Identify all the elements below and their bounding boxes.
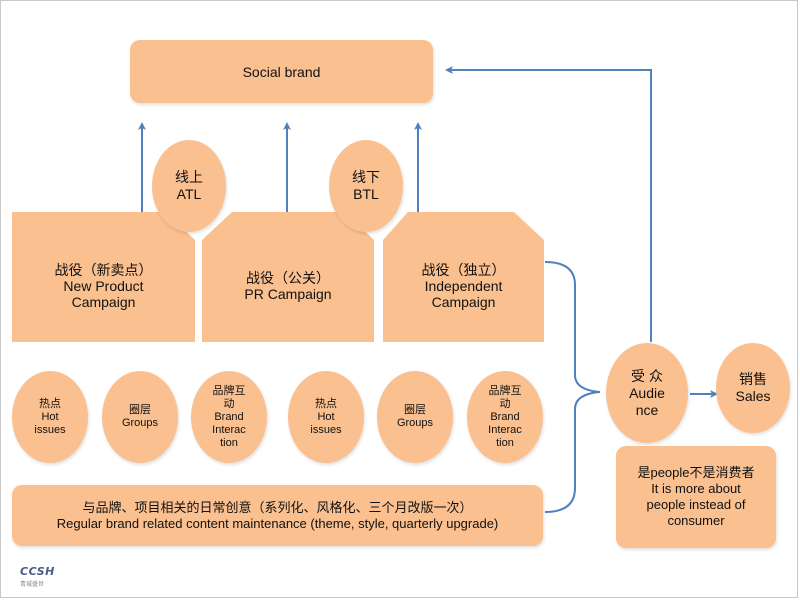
- maintenance-en: Regular brand related content maintenanc…: [56, 515, 499, 531]
- maintenance-zh: 与品牌、项目相关的日常创意（系列化、风格化、三个月改版一次）: [82, 499, 473, 515]
- maintenance-box: 与品牌、项目相关的日常创意（系列化、风格化、三个月改版一次） Regular b…: [12, 485, 543, 546]
- circle-en1: Hot: [41, 410, 59, 423]
- audience-zh: 受 众: [631, 367, 663, 384]
- circle-brand-interaction-2: 品牌互 动 Brand Interac tion: [467, 371, 543, 463]
- circle-hot-issues-2: 热点 Hot issues: [288, 371, 364, 463]
- audience-en1: Audie: [629, 384, 665, 401]
- circle-zh2: 动: [223, 397, 235, 410]
- logo-text: CCSH: [20, 565, 55, 578]
- note-box: 是people不是消费者 It is more about people ins…: [616, 446, 776, 548]
- circle-zh2: 动: [499, 397, 511, 410]
- social-brand-box: Social brand: [130, 40, 433, 103]
- note-line-2: It is more about: [651, 481, 741, 496]
- campaign-pr-shape: [202, 212, 374, 342]
- campaign-independent-shape: [383, 212, 544, 342]
- btl-en: BTL: [353, 186, 379, 202]
- audience-en2: nce: [635, 401, 659, 418]
- campaign-pr-zh: 战役（公关）: [246, 270, 330, 286]
- campaign-pr: 战役（公关） PR Campaign: [202, 270, 374, 302]
- campaign-new-product-shape: [12, 212, 195, 342]
- campaign-new-product-zh: 战役（新卖点）: [54, 262, 153, 278]
- circle-brand-interaction-1: 品牌互 动 Brand Interac tion: [191, 371, 267, 463]
- circle-en2: issues: [310, 423, 342, 436]
- circle-en2: Interac: [212, 423, 246, 436]
- social-brand-label: Social brand: [242, 63, 321, 80]
- brace-right: [544, 261, 601, 513]
- logo-sub: 青城盛世: [20, 582, 45, 588]
- circle-zh: 圈层: [404, 404, 426, 416]
- circle-en3: tion: [496, 436, 514, 449]
- campaign-independent: 战役（独立） Independent Campaign: [383, 262, 544, 310]
- audience-oval: 受 众 Audie nce: [606, 343, 688, 443]
- campaign-new-product-en2: Campaign: [71, 294, 136, 310]
- btl-oval: 线下 BTL: [329, 140, 403, 232]
- atl-oval: 线上 ATL: [152, 140, 226, 232]
- sales-en: Sales: [735, 388, 771, 404]
- circle-en3: tion: [220, 436, 238, 449]
- atl-zh: 线上: [175, 169, 203, 185]
- circle-zh: 热点: [315, 397, 337, 410]
- circle-en1: Groups: [121, 417, 159, 429]
- campaign-new-product: 战役（新卖点） New Product Campaign: [12, 262, 195, 310]
- circle-groups-1: 圈层 Groups: [102, 371, 178, 463]
- sales-oval: 销售 Sales: [716, 343, 790, 433]
- circle-zh1: 品牌互: [488, 384, 522, 397]
- campaign-independent-zh: 战役（独立）: [421, 262, 506, 278]
- arrow-audience-to-social: [445, 66, 652, 342]
- circle-zh: 热点: [39, 397, 61, 410]
- note-line-3: people instead of: [646, 497, 746, 512]
- circle-en2: issues: [34, 423, 66, 436]
- circle-en1: Brand: [214, 410, 244, 423]
- campaign-new-product-en1: New Product: [63, 278, 144, 294]
- circle-en1: Brand: [490, 410, 520, 423]
- atl-en: ATL: [176, 186, 202, 202]
- campaign-independent-en2: Campaign: [431, 294, 496, 310]
- circle-en1: Hot: [317, 410, 335, 423]
- note-line-1: 是people不是消费者: [637, 465, 755, 480]
- circle-en1: Groups: [396, 417, 434, 429]
- sales-zh: 销售: [739, 371, 767, 387]
- circle-en2: Interac: [488, 423, 522, 436]
- btl-zh: 线下: [352, 169, 380, 185]
- circle-groups-2: 圈层 Groups: [377, 371, 453, 463]
- circle-hot-issues-1: 热点 Hot issues: [12, 371, 88, 463]
- campaign-independent-en1: Independent: [424, 278, 503, 294]
- campaign-pr-en1: PR Campaign: [244, 286, 332, 302]
- circle-zh1: 品牌互: [212, 384, 246, 397]
- ccsh-logo: CCSH 青城盛世: [20, 565, 140, 588]
- note-line-4: consumer: [667, 513, 725, 528]
- circle-zh: 圈层: [129, 404, 151, 416]
